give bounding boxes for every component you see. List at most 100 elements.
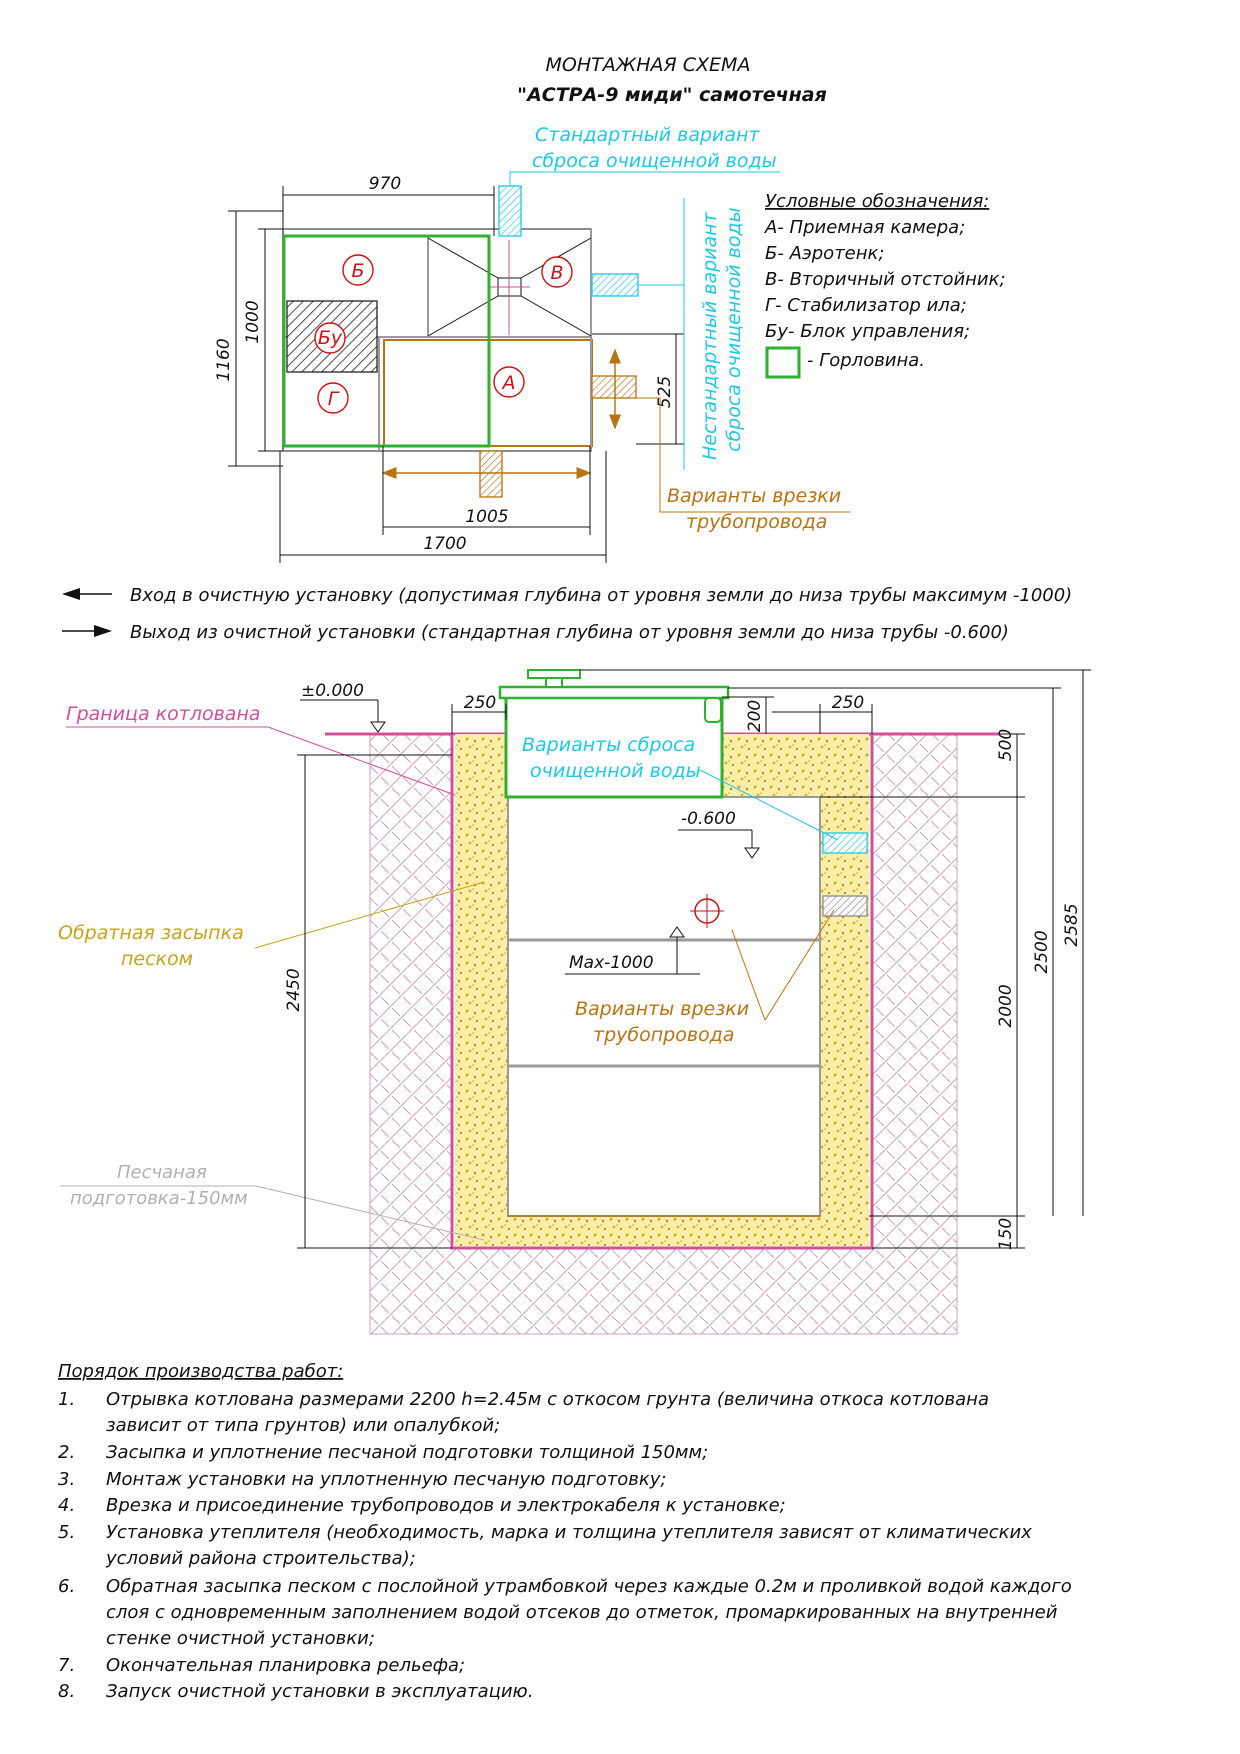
chamber-v-marker: В [541, 256, 573, 288]
ground-mark: ±0.000 [300, 681, 386, 733]
step-7-line1: Окончательная планировка рельефа; [106, 1655, 465, 1676]
inlet-mark-text: Max-1000 [569, 953, 654, 973]
legend-title: Условные обозначения: [765, 191, 989, 212]
callout-tie-in-line1: Варианты врезки [667, 485, 841, 507]
section-pipe-inlet [822, 895, 868, 917]
procedure-title: Порядок производства работ: [58, 1361, 343, 1382]
step-2-num: 2. [58, 1442, 75, 1463]
pipe-crosshair-icon [690, 894, 724, 928]
chamber-a-letter: А [501, 372, 516, 394]
callout-nonstandard-line1: Нестандартный вариант [699, 211, 721, 460]
legend-item-neck: - Горловина. [807, 350, 925, 371]
step-3-line1: Монтаж установки на уплотненную песчаную… [106, 1469, 666, 1490]
plan-pipe-tie-in-right [591, 375, 637, 399]
section-dim-2585: 2585 [1062, 903, 1082, 946]
callout-standard-line2: сброса очищенной воды [532, 150, 777, 172]
pit-outline [450, 734, 874, 1250]
step-7-num: 7. [58, 1655, 75, 1676]
legend-item-bu: Бу- Блок управления; [765, 321, 970, 342]
step-5-line2: условий района строительства); [105, 1548, 416, 1569]
inlet-note: Вход в очистную установку (допустимая гл… [130, 585, 1072, 606]
section-tie-in-line1: Варианты врезки [575, 998, 749, 1020]
step-3-num: 3. [58, 1469, 75, 1490]
plan-pipe-standard [498, 185, 522, 237]
plan-dimensions: 970 1160 1000 525 1005 1700 [214, 174, 684, 563]
callout-nonstandard-line2: сброса очищенной воды [723, 207, 745, 452]
plan-dim-left-inner: 1000 [243, 300, 263, 343]
plan-pipe-nonstandard [591, 273, 639, 297]
backfill-right [820, 734, 869, 1246]
sand-bed [455, 1216, 869, 1246]
section-dim-500: 500 [996, 729, 1016, 761]
step-5-num: 5. [58, 1522, 75, 1543]
flow-notes: Вход в очистную установку (допустимая гл… [62, 585, 1072, 643]
step-1-line2: зависит от типа грунтов) или опалубкой; [106, 1415, 500, 1436]
backfill-label-line1: Обратная засыпка [58, 922, 244, 944]
ground-mark-text: ±0.000 [301, 681, 364, 701]
step-1-num: 1. [58, 1389, 75, 1410]
outlet-note: Выход из очистной установки (стандартная… [130, 622, 1009, 643]
neck-lid [498, 685, 730, 700]
chamber-b-letter: Б [351, 260, 364, 282]
chamber-v-letter: В [550, 262, 563, 284]
chamber-b-marker: Б [342, 254, 374, 286]
section-dim-2500: 2500 [1032, 930, 1052, 973]
legend-item-a: А- Приемная камера; [764, 217, 965, 238]
step-4-num: 4. [58, 1495, 75, 1516]
section-dim-2000: 2000 [996, 984, 1016, 1027]
clarifier-cone [427, 237, 592, 337]
outlet-mark-text: -0.600 [681, 809, 736, 829]
drawing-title: МОНТАЖНАЯ СХЕМА [546, 54, 751, 76]
backfill-left [455, 734, 508, 1246]
callout-standard-line1: Стандартный вариант [535, 124, 760, 146]
chamber-g-letter: Г [328, 388, 340, 410]
plan-dim-top: 970 [369, 174, 401, 194]
sand-bed-label-line1: Песчаная [117, 1162, 207, 1183]
legend-item-v: В- Вторичный отстойник; [765, 269, 1006, 290]
inlet-arrow-icon [62, 588, 80, 600]
plan-dim-bottom-inner: 1005 [465, 507, 508, 527]
step-6-line2: слоя с одновременным заполнением водой о… [106, 1602, 1058, 1623]
section-dim-left-gap: 250 [464, 693, 496, 713]
step-4-line1: Врезка и присоединение трубопроводов и э… [106, 1495, 786, 1516]
legend: Условные обозначения: А- Приемная камера… [764, 191, 1006, 379]
procedure: Порядок производства работ: 1. Отрывка к… [58, 1361, 1072, 1702]
section-tie-in-line2: трубопровода [593, 1024, 734, 1046]
legend-item-b: Б- Аэротенк; [765, 243, 884, 264]
discharge-label-line2: очищенной воды [530, 760, 701, 782]
step-6-num: 6. [58, 1576, 75, 1597]
chamber-bu-marker: Бу [314, 322, 346, 354]
discharge-label-line1: Варианты сброса [522, 734, 695, 756]
outlet-mark: -0.600 [678, 809, 760, 859]
plan-dim-right: 525 [655, 376, 675, 408]
section-dimensions: 250 250 200 500 2000 150 2500 2585 [284, 669, 1091, 1250]
step-8-line1: Запуск очистной установки в эксплуатацию… [106, 1681, 533, 1702]
step-8-num: 8. [58, 1681, 75, 1702]
sand-bed-label-line2: подготовка-150мм [70, 1188, 248, 1209]
inlet-mark: Max-1000 [565, 926, 700, 975]
step-1-line1: Отрывка котлована размерами 2200 h=2.45м… [106, 1389, 989, 1410]
step-6-line3: стенке очистной установки; [106, 1628, 375, 1649]
legend-item-g: Г- Стабилизатор ила; [765, 295, 967, 316]
section-view: ±0.000 -0.600 Max-1000 Граница котлована… [58, 669, 1091, 1335]
step-2-line1: Засыпка и уплотнение песчаной подготовки… [106, 1442, 708, 1463]
section-dim-right-gap: 250 [832, 693, 864, 713]
drawing-subtitle: "АСТРА-9 миди" самотечная [517, 84, 827, 106]
plan-dim-bottom-outer: 1700 [423, 534, 466, 554]
step-6-line1: Обратная засыпка песком с послойной утра… [106, 1576, 1072, 1597]
top-hatch-icon [527, 669, 581, 688]
neck-handle [704, 697, 722, 723]
plan-view: Б В Бу Г А 970 1160 [214, 124, 850, 563]
callout-tie-in-line2: трубопровода [686, 511, 827, 533]
backfill-top-right [720, 734, 820, 798]
plan-dim-left-outer: 1160 [214, 338, 234, 381]
legend-neck-swatch [765, 346, 801, 379]
outlet-arrow-icon [94, 625, 112, 637]
chamber-a-marker: А [493, 366, 525, 398]
tank-neck [504, 695, 724, 799]
section-dim-2450: 2450 [284, 968, 304, 1011]
pit-boundary-label: Граница котлована [66, 703, 261, 725]
chamber-bu-letter: Бу [318, 327, 343, 349]
section-dim-150: 150 [996, 1218, 1016, 1250]
